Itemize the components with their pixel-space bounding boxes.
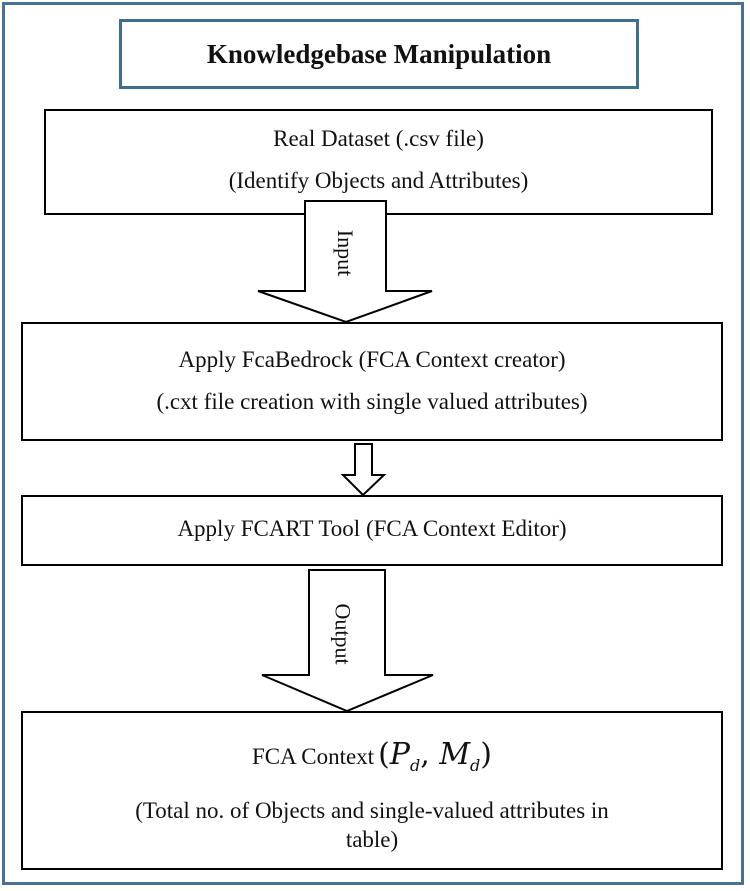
formula-open-paren: ( [378, 737, 390, 772]
fca-context-line3: table) [345, 827, 399, 852]
real-dataset-line1: Real Dataset (.csv file) [273, 126, 484, 151]
fcabedrock-line2: (.cxt file creation with single valued a… [156, 388, 588, 414]
formula-p-sub: d [409, 756, 421, 775]
fca-context-label: FCA Context [252, 744, 375, 769]
real-dataset-line2: (Identify Objects and Attributes) [228, 167, 529, 193]
input-arrow [257, 200, 433, 324]
input-arrow-label: Input [333, 229, 359, 277]
formula-m-sub: d [470, 756, 481, 775]
output-arrow-label: Output [330, 603, 356, 665]
formula-p: P [389, 737, 410, 772]
fcart-box: Apply FCART Tool (FCA Context Editor) [21, 495, 723, 566]
formula-m: M [439, 737, 471, 772]
fcabedrock-line1: Apply FcaBedrock (FCA Context creator) [178, 347, 566, 372]
title-box: Knowledgebase Manipulation [119, 19, 639, 89]
diagram-title: Knowledgebase Manipulation [206, 38, 552, 69]
fca-context-box: FCA Context (Pd, Md) (Total no. of Objec… [21, 711, 723, 870]
context-formula: (Pd, Md) [378, 737, 492, 775]
middle-arrow [340, 443, 387, 497]
formula-comma: , [420, 737, 430, 772]
fcart-line1: Apply FCART Tool (FCA Context Editor) [177, 516, 567, 541]
output-arrow [261, 569, 434, 713]
fca-context-heading: FCA Context (Pd, Md) [23, 737, 721, 775]
fcabedrock-box: Apply FcaBedrock (FCA Context creator) (… [21, 322, 723, 441]
fca-context-line2: (Total no. of Objects and single-valued … [135, 798, 609, 823]
formula-close-paren: ) [480, 737, 492, 772]
